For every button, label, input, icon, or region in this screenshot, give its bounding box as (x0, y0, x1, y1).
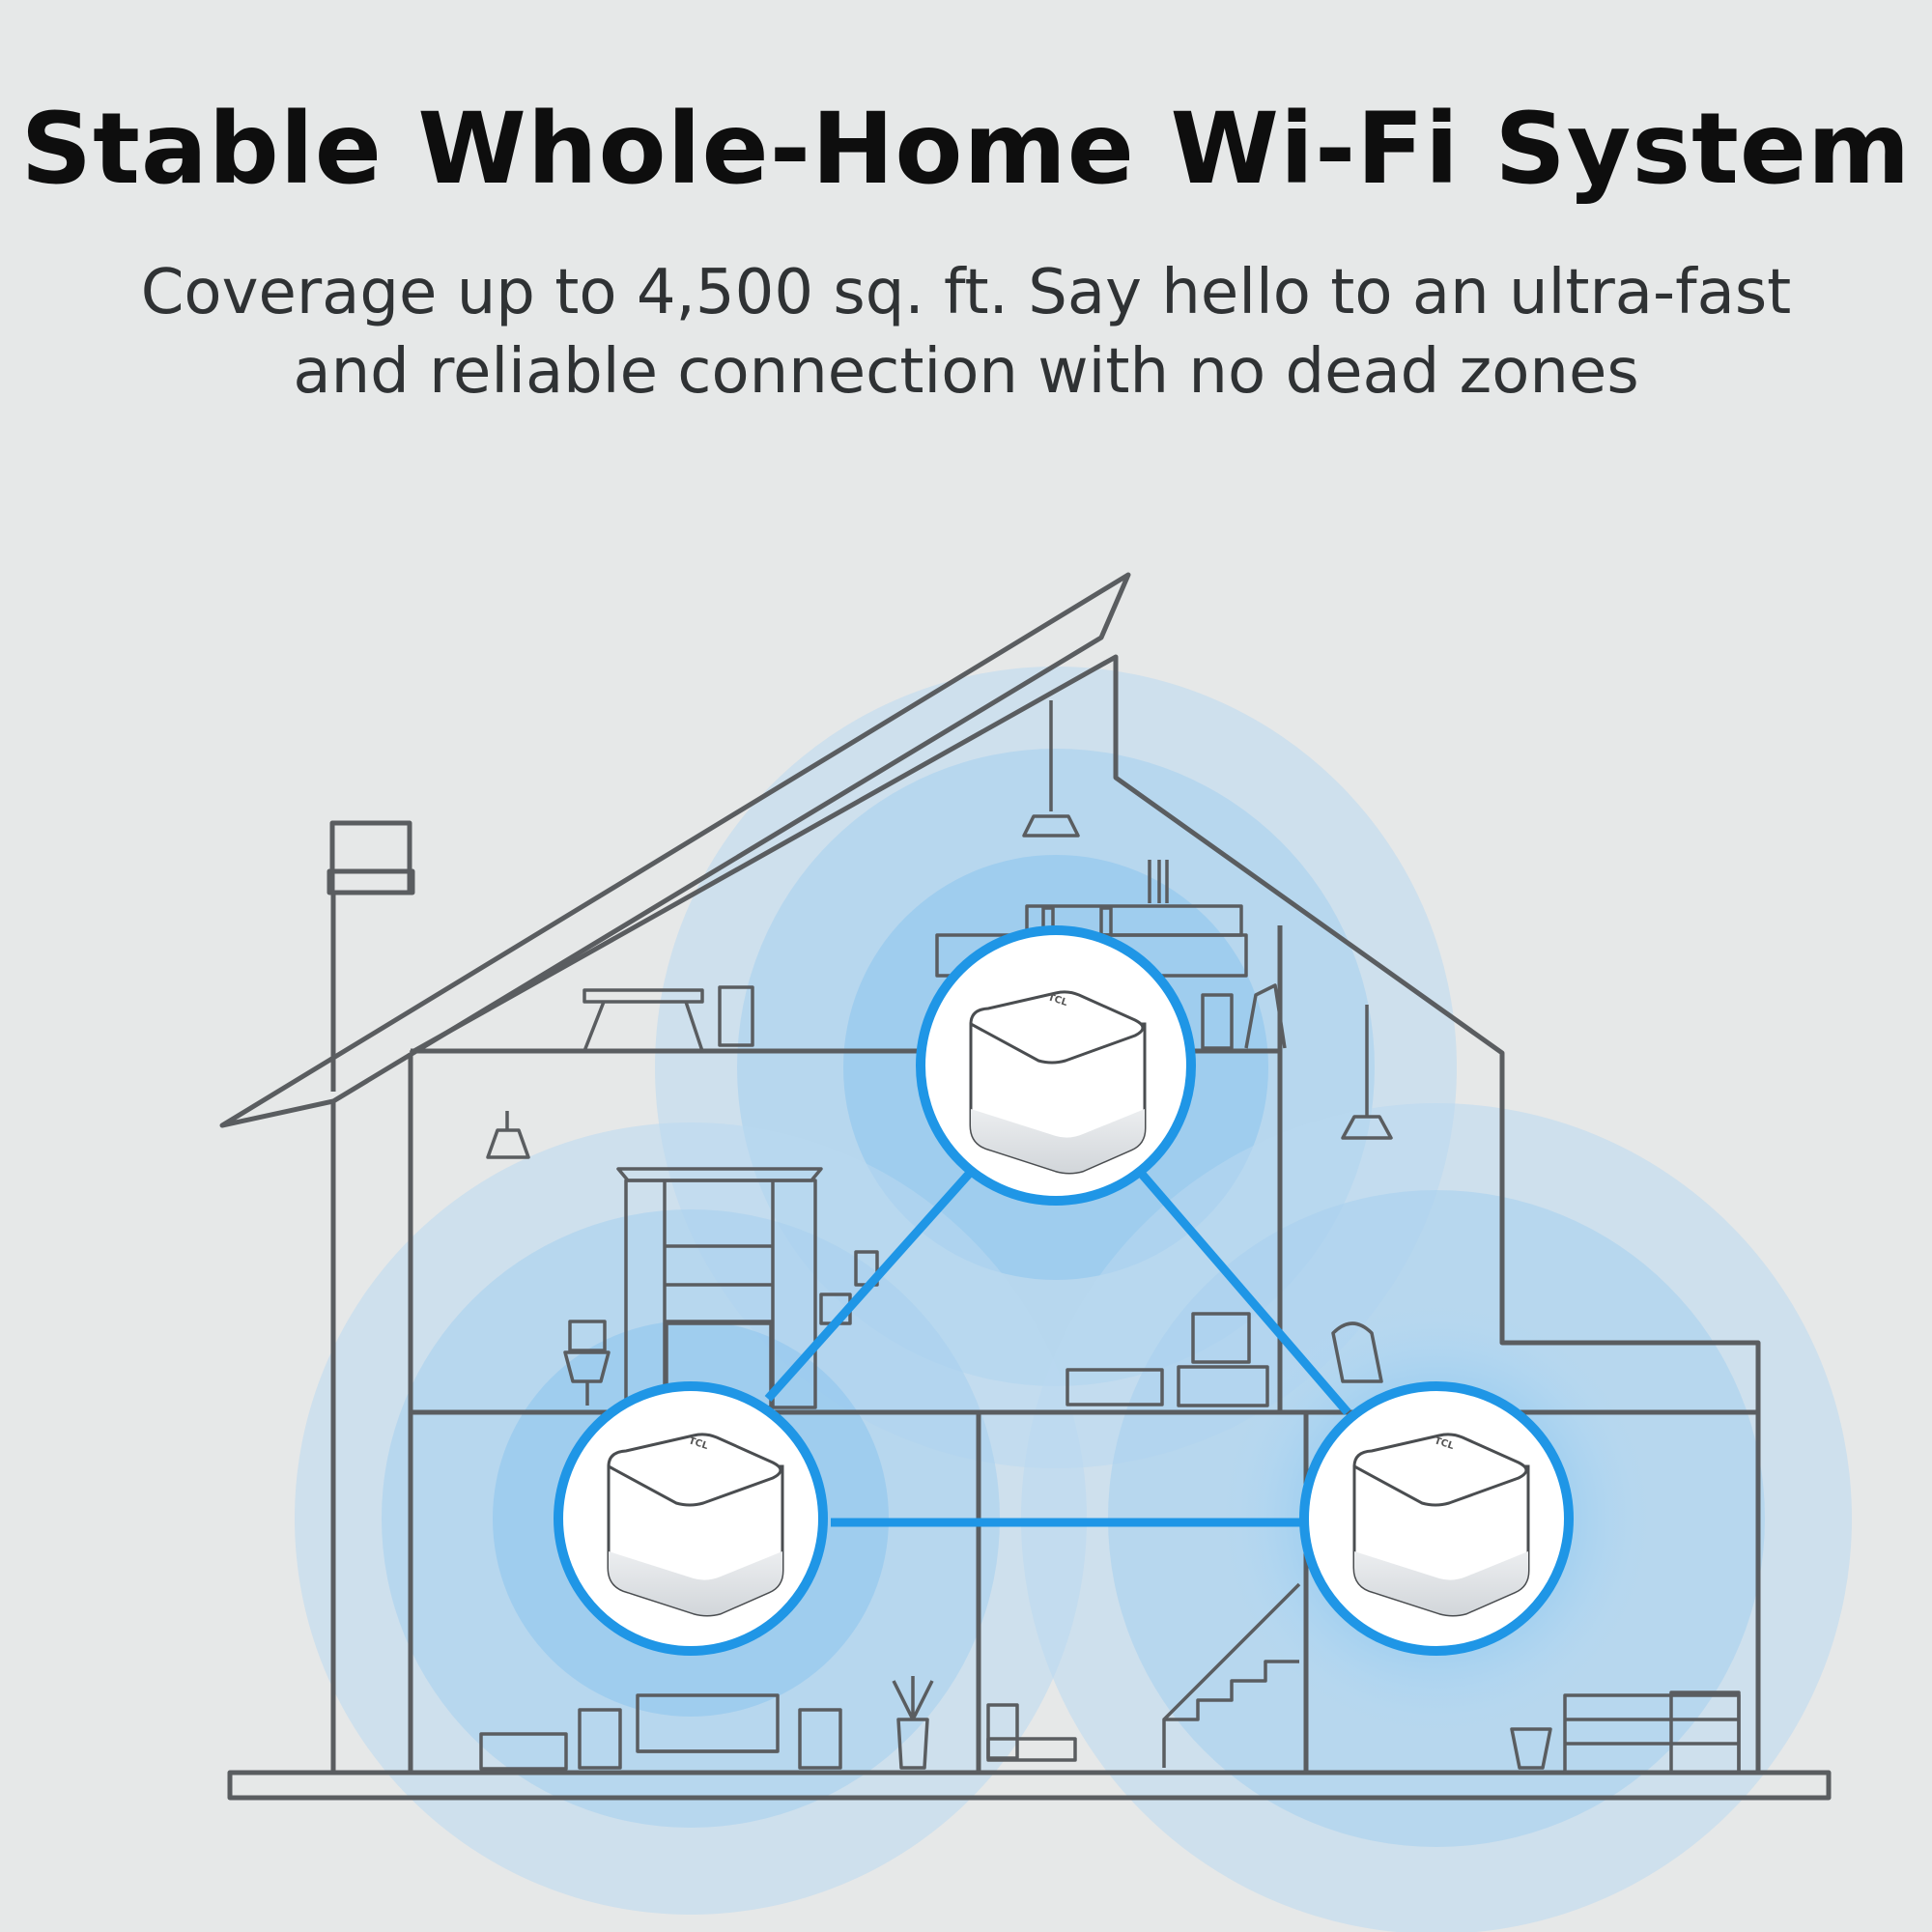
mesh-node-left: TCL (554, 1381, 828, 1656)
furniture-ground (479, 1582, 1741, 1775)
mesh-node-right: TCL (1299, 1381, 1574, 1656)
subheadline: Coverage up to 4,500 sq. ft. Say hello t… (140, 257, 1792, 408)
headline: Stable Whole-Home Wi-Fi System (20, 92, 1912, 207)
mesh-links (764, 1169, 1351, 1527)
mesh-node-top: TCL (916, 925, 1196, 1206)
coverage-right (1021, 1103, 1852, 1932)
furniture-middle (486, 1005, 1393, 1409)
